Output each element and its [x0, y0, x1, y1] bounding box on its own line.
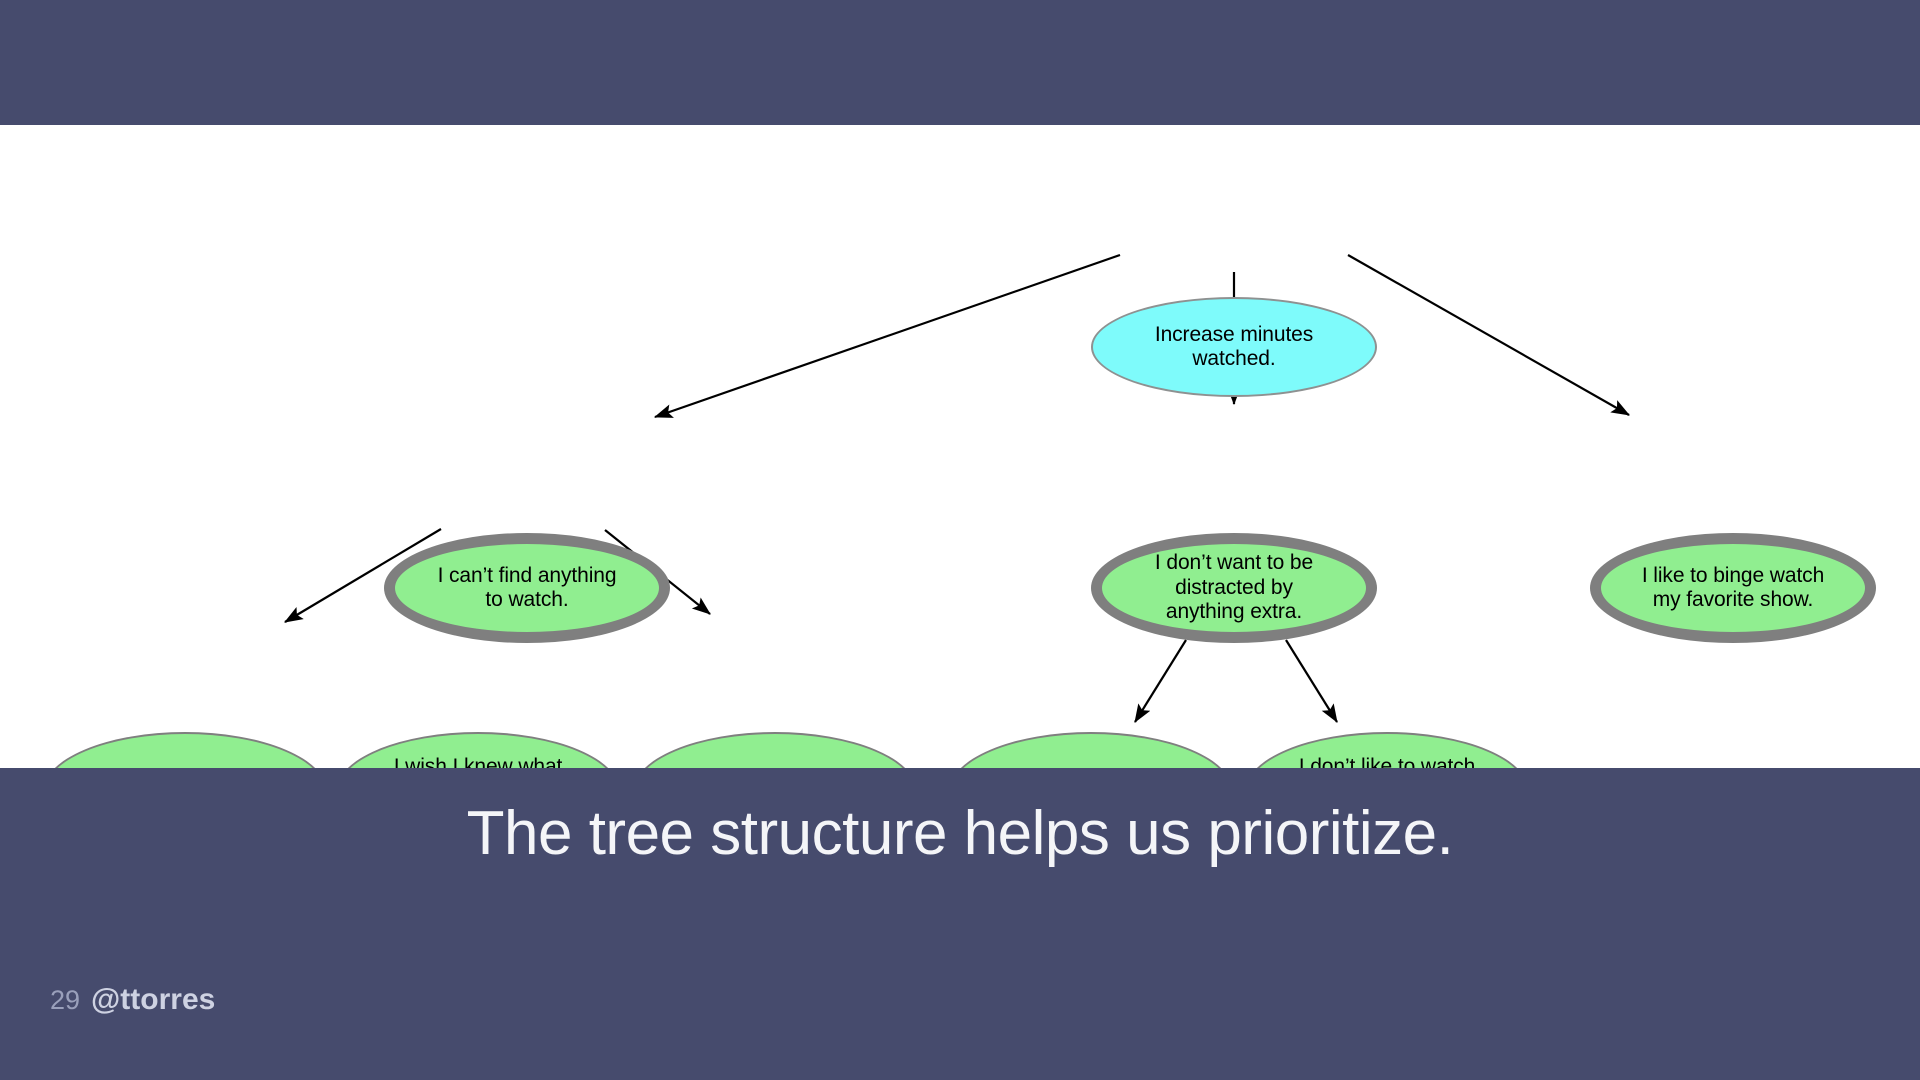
node-leaf-friends[interactable]: I wish I knew what my friends were watch…: [336, 732, 620, 768]
node-outcome-label: Increase minutes watched.: [1154, 322, 1314, 370]
node-leaf-commercials[interactable]: I don’t like commercials.: [949, 732, 1233, 768]
edge-outcome-to-binge: [1347, 254, 1630, 416]
edge-outcome-to-cant-find: [653, 253, 1121, 419]
edge-distracted-to-commercials: [1134, 639, 1187, 723]
bottom-band: The tree structure helps us prioritize. …: [0, 768, 1920, 1080]
node-outcome[interactable]: Increase minutes watched.: [1091, 297, 1377, 397]
node-opp-binge-label: I like to binge watch my favorite show.: [1641, 563, 1825, 611]
author-handle: @ttorres: [91, 983, 216, 1016]
slide-footer: 29 @ttorres: [50, 983, 215, 1017]
slide-caption: The tree structure helps us prioritize.: [466, 799, 1454, 868]
node-leaf-dont-know[interactable]: I don’t know if this show is any good.: [43, 732, 327, 768]
page-number: 29: [50, 985, 81, 1015]
diagram-edges: [284, 253, 1630, 723]
diagram-canvas: Increase minutes watched. I can’t find a…: [0, 125, 1920, 768]
edge-distracted-to-intro: [1285, 639, 1338, 723]
node-opp-distracted-label: I don’t want to be distracted by anythin…: [1154, 551, 1314, 624]
node-opp-cant-find-label: I can’t find anything to watch.: [437, 563, 617, 611]
node-opp-distracted[interactable]: I don’t want to be distracted by anythin…: [1091, 533, 1377, 643]
node-opp-cant-find[interactable]: I can’t find anything to watch.: [384, 533, 670, 643]
node-leaf-intro-label: I don’t like to watch the intro over and…: [1298, 755, 1476, 768]
node-leaf-latest-movies[interactable]: I want to watch the latest movies.: [633, 732, 917, 768]
node-opp-binge[interactable]: I like to binge watch my favorite show.: [1590, 533, 1876, 643]
node-leaf-friends-label: I wish I knew what my friends were watch…: [393, 755, 563, 768]
node-leaf-intro[interactable]: I don’t like to watch the intro over and…: [1245, 732, 1529, 768]
